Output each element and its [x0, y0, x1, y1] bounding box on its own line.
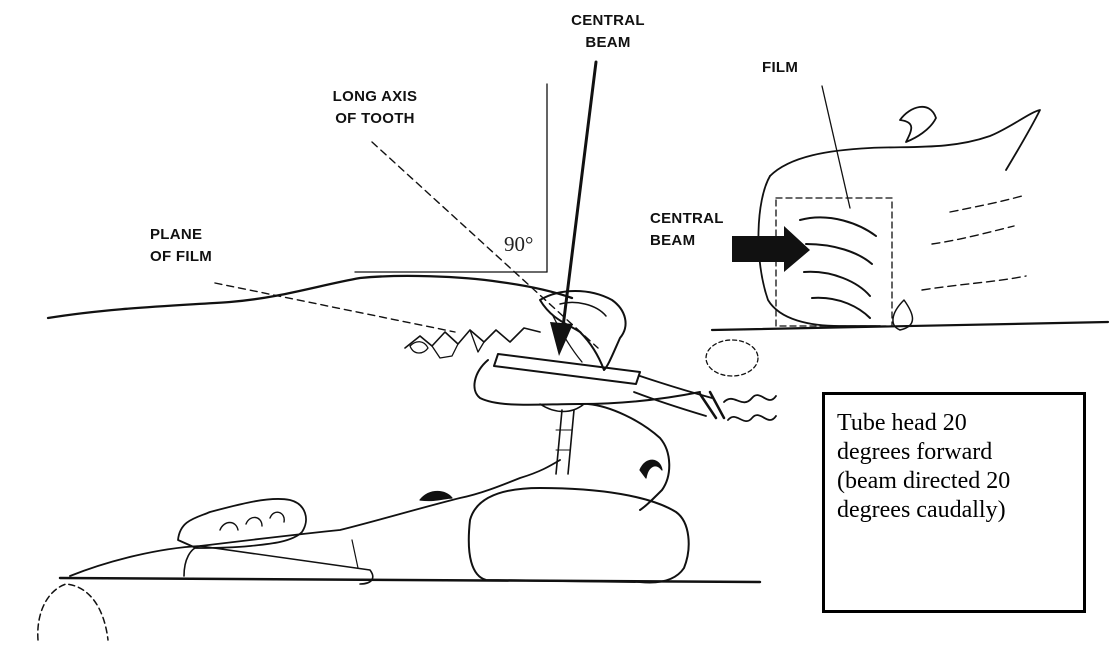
dotted-circle-marker: [706, 340, 758, 376]
inset-film-pointer: [822, 86, 850, 208]
eye-mark: [420, 492, 452, 501]
body-outline: [70, 460, 560, 576]
plane-of-film-line: [215, 283, 455, 332]
long-axis-of-tooth-label: LONG AXIS OF TOOTH: [300, 86, 450, 130]
inset-central-beam-arrow: [732, 226, 810, 272]
nostril-mark: [640, 460, 662, 478]
plane-of-film-label: PLANE OF FILM: [150, 224, 212, 268]
tube-head-note-box: Tube head 20 degrees forward (beam direc…: [822, 392, 1086, 613]
table-edge-curve: [38, 584, 108, 640]
film-label-inset: FILM: [762, 57, 798, 79]
lower-jaw-outline: [474, 360, 700, 405]
head-outline-top: [48, 276, 572, 318]
central-beam-label-top: CENTRAL BEAM: [548, 10, 668, 54]
inset-head-outline: [770, 110, 1040, 176]
positioning-cushion: [469, 488, 689, 582]
film-in-mouth: [494, 354, 640, 384]
inset-teeth: [800, 217, 876, 318]
central-beam-arrow-line: [562, 62, 596, 335]
inset-ear: [900, 107, 936, 142]
ninety-degree-label: 90°: [504, 232, 533, 257]
central-beam-label-inset: CENTRAL BEAM: [650, 208, 724, 252]
neck-outline: [588, 404, 669, 510]
tie-strap: [556, 410, 574, 474]
